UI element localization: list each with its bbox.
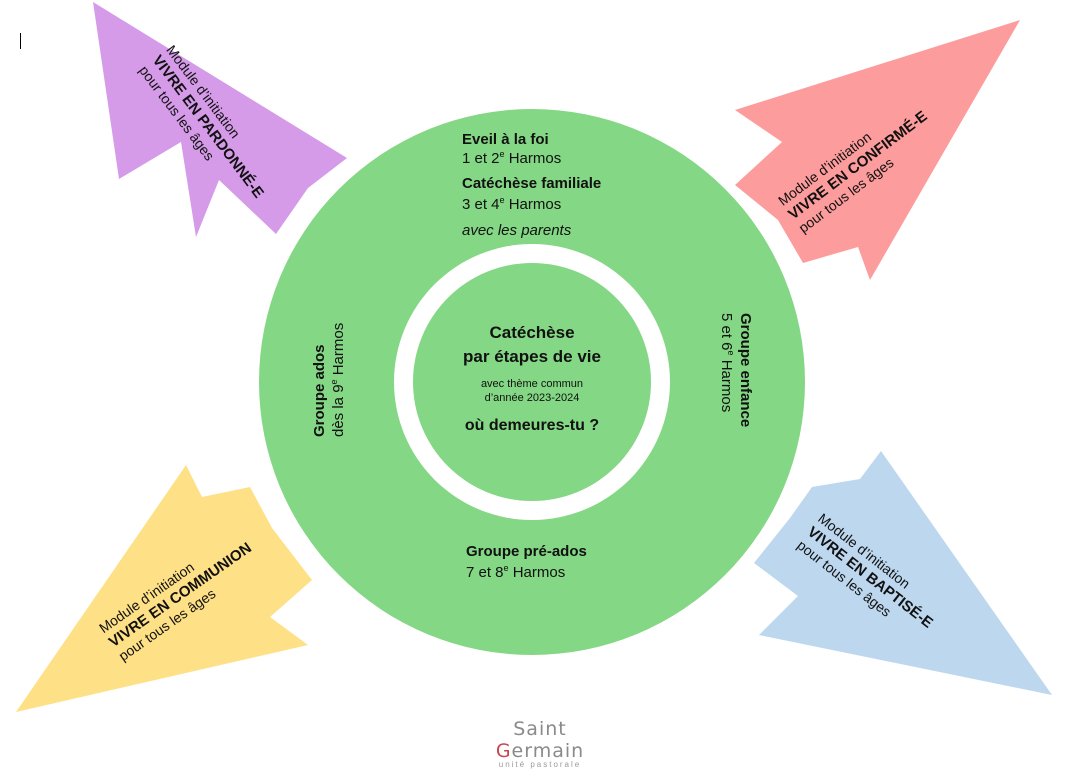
enfance-label: Groupe enfance 5 et 6e Harmos bbox=[717, 313, 755, 427]
center-theme: avec thème commun d’année 2023-2024 bbox=[432, 377, 632, 405]
eveil-text-post: Harmos bbox=[504, 150, 562, 167]
preados-text-pre: 7 et 8 bbox=[466, 564, 504, 581]
arrow-bottom-left-icon bbox=[16, 465, 312, 712]
center-theme-line1: avec thème commun bbox=[480, 378, 584, 390]
logo-name-mark: G bbox=[495, 740, 512, 762]
arrow-top-right-icon bbox=[735, 20, 1020, 280]
center-theme-title: où demeures-tu ? bbox=[464, 417, 600, 434]
text-cursor bbox=[20, 33, 21, 49]
eveil-text: 1 et 2e Harmos bbox=[462, 150, 561, 168]
familiale-note: avec les parents bbox=[462, 222, 572, 239]
center-theme-line2: d’année 2023-2024 bbox=[484, 392, 580, 404]
arrow-top-left-icon bbox=[93, 2, 347, 237]
enfance-text-pre: 5 et 6 bbox=[718, 313, 735, 351]
preados-text: 7 et 8e Harmos bbox=[466, 564, 565, 582]
familiale-text-post: Harmos bbox=[504, 196, 562, 213]
preados-text-sup: e bbox=[503, 563, 509, 573]
familiale-text: 3 et 4e Harmos bbox=[462, 196, 561, 214]
ados-text-pre: dès la 9 bbox=[330, 384, 347, 437]
saint-germain-logo: Saint Germain unité pastorale bbox=[470, 718, 610, 769]
familiale-title: Catéchèse familiale bbox=[462, 175, 602, 192]
eveil-title: Eveil à la foi bbox=[462, 131, 549, 148]
center-title: Catéchèse par étapes de vie bbox=[432, 321, 632, 369]
ados-text-sup: e bbox=[329, 379, 339, 385]
logo-subtitle: unité pastorale bbox=[498, 760, 582, 769]
enfance-title: Groupe enfance bbox=[737, 313, 754, 428]
ados-label: Groupe ados dès la 9e Harmos bbox=[310, 323, 348, 437]
ados-title: Groupe ados bbox=[311, 344, 328, 437]
logo-name-pre: Saint bbox=[513, 718, 567, 740]
preados-text-post: Harmos bbox=[508, 564, 566, 581]
enfance-text-post: Harmos bbox=[718, 355, 735, 413]
familiale-text-sup: e bbox=[499, 195, 505, 205]
eveil-text-pre: 1 et 2 bbox=[462, 150, 500, 167]
center-title-line1: Catéchèse bbox=[489, 323, 575, 342]
preados-title: Groupe pré-ados bbox=[466, 543, 587, 560]
ados-text-post: Harmos bbox=[330, 322, 347, 380]
center-title-line2: par étapes de vie bbox=[463, 347, 601, 366]
ados-text: dès la 9e Harmos bbox=[329, 323, 348, 437]
logo-name-post: ermain bbox=[511, 740, 585, 762]
enfance-text: 5 et 6e Harmos bbox=[717, 313, 736, 427]
familiale-text-pre: 3 et 4 bbox=[462, 196, 500, 213]
logo-name: Saint Germain bbox=[470, 718, 610, 762]
arrow-bottom-right-icon bbox=[754, 451, 1052, 695]
eveil-text-sup: e bbox=[499, 149, 505, 159]
inner-circle bbox=[413, 263, 651, 501]
